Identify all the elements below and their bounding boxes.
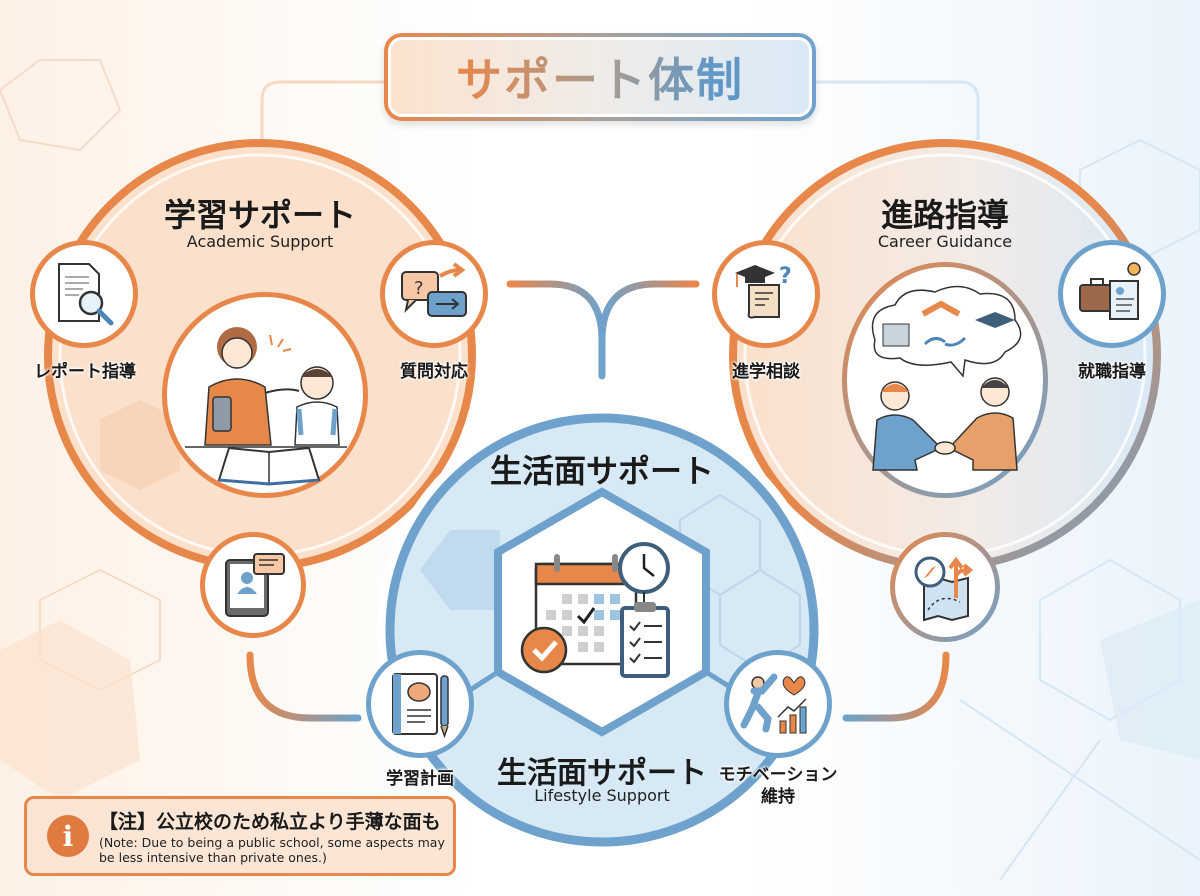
motivation-label-line1: モチベーション xyxy=(718,765,838,785)
info-icon: i xyxy=(47,815,89,857)
employment-guidance-node[interactable] xyxy=(1058,240,1166,348)
lifestyle-subtitle: Lifestyle Support xyxy=(534,786,670,805)
teacher-student-illustration xyxy=(185,327,347,448)
handshake-illustration xyxy=(871,285,1022,471)
calendar-clock-checklist-icon xyxy=(520,542,670,678)
page-title: サポート体制 xyxy=(456,44,744,110)
career-center-node xyxy=(842,262,1048,498)
compass-map-icon xyxy=(914,556,974,622)
document-magnifier-icon xyxy=(58,263,114,326)
study-planning-label: 学習計画 xyxy=(386,769,454,789)
briefcase-resume-icon xyxy=(1079,262,1141,320)
lifestyle-title-top: 生活面サポート xyxy=(489,452,714,490)
open-book-icon xyxy=(217,446,321,486)
graduation-cap-scroll-icon: ? xyxy=(735,264,792,319)
note-box: i 【注】公立校のため私立より手薄な面も (Note: Due to being… xyxy=(24,796,456,876)
career-title: 進路指導 xyxy=(880,196,1009,234)
report-guidance-label: レポート指導 xyxy=(34,362,136,382)
lifestyle-title: 生活面サポート xyxy=(497,756,707,791)
motivation-chart-icon xyxy=(740,673,807,734)
motivation-label: モチベーション 維持 xyxy=(706,764,850,808)
note-title: 【注】公立校のため私立より手薄な面も xyxy=(99,811,441,833)
svg-text:?: ? xyxy=(414,278,424,299)
title-banner: サポート体制 xyxy=(384,33,816,121)
study-planning-node[interactable] xyxy=(366,650,474,758)
note-body: (Note: Due to being a public school, som… xyxy=(99,835,445,865)
question-support-node[interactable]: ? xyxy=(380,240,488,348)
motivation-label-line2: 維持 xyxy=(761,787,795,807)
employment-guidance-label: 就職指導 xyxy=(1078,362,1146,382)
report-guidance-node[interactable] xyxy=(30,240,138,348)
career-subtitle: Career Guidance xyxy=(877,232,1013,251)
svg-text:?: ? xyxy=(779,264,792,289)
further-education-label: 進学相談 xyxy=(732,362,800,382)
question-support-label: 質問対応 xyxy=(400,362,468,382)
academic-title: 学習サポート xyxy=(163,196,356,234)
question-chat-icon: ? xyxy=(401,262,467,317)
motivation-node[interactable] xyxy=(724,650,832,758)
online-support-node[interactable] xyxy=(200,532,306,638)
career-path-node[interactable] xyxy=(890,532,1000,642)
further-education-node[interactable]: ? xyxy=(712,240,820,348)
tablet-video-chat-icon xyxy=(225,553,285,617)
academic-subtitle: Academic Support xyxy=(186,232,334,251)
notebook-brain-icon xyxy=(392,673,449,739)
